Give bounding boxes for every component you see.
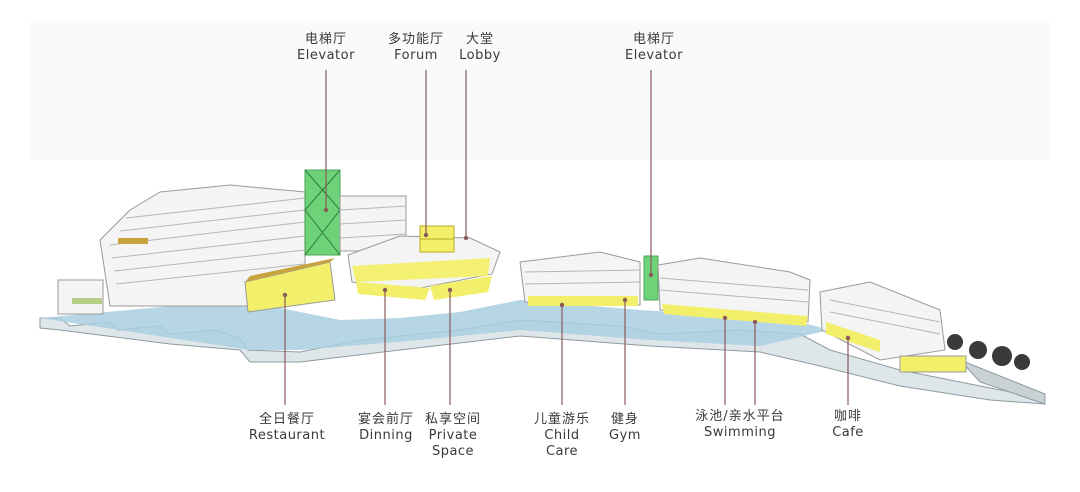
label-elevator-right: 电梯厅 Elevator [621,32,687,64]
label-lobby-en: Lobby [459,48,501,63]
label-private-space-en2: Space [431,444,475,459]
label-swimming: 泳池/亲水平台 Swimming [690,409,790,441]
leader-lines [284,70,849,405]
label-child-care-en2: Care [545,444,579,459]
label-swimming-zh: 泳池/亲水平台 [695,409,785,424]
trees [947,334,1030,370]
road-ramp [959,359,1046,405]
label-gym-en: Gym [609,428,641,443]
label-dinning: 宴会前厅 Dinning [352,412,420,444]
left-annex-building [57,279,104,315]
leader-dots [282,207,851,341]
label-private-space-en1: Private [428,428,478,443]
site-terrain [39,300,1046,405]
label-restaurant: 全日餐厅 Restaurant [245,412,329,444]
label-dinning-zh: 宴会前厅 [357,412,414,427]
label-lobby-zh: 大堂 [465,32,494,47]
label-restaurant-zh: 全日餐厅 [258,412,315,427]
elevator-core-left [304,169,341,256]
central-podium [347,225,501,300]
left-hotel-block [99,184,336,313]
label-cafe-zh: 咖啡 [833,409,862,424]
background-wash [30,20,1050,160]
label-elevator-right-zh: 电梯厅 [632,32,675,47]
label-elevator-left-zh: 电梯厅 [304,32,347,47]
label-swimming-en: Swimming [704,425,776,440]
label-private-space: 私享空间 Private Space [420,412,486,460]
label-restaurant-en: Restaurant [248,428,326,443]
label-child-care-en1: Child [544,428,580,443]
water-surface [40,300,830,350]
label-gym-zh: 健身 [610,412,639,427]
label-cafe: 咖啡 Cafe [820,409,876,441]
label-lobby: 大堂 Lobby [450,32,510,64]
right-long-block [657,257,811,326]
cafe-pavilion [819,281,967,373]
label-child-care: 儿童游乐 Child Care [528,412,596,460]
label-cafe-en: Cafe [832,425,864,440]
label-forum: 多功能厅 Forum [386,32,446,64]
label-forum-zh: 多功能厅 [387,32,444,47]
label-dinning-en: Dinning [359,428,413,443]
label-private-space-zh: 私享空间 [424,412,481,427]
label-gym: 健身 Gym [601,412,649,444]
label-forum-en: Forum [394,48,438,63]
label-elevator-left: 电梯厅 Elevator [296,32,356,64]
label-elevator-right-en: Elevator [625,48,683,63]
label-elevator-left-en: Elevator [297,48,355,63]
label-child-care-zh: 儿童游乐 [533,412,590,427]
child-care-block [519,251,641,306]
